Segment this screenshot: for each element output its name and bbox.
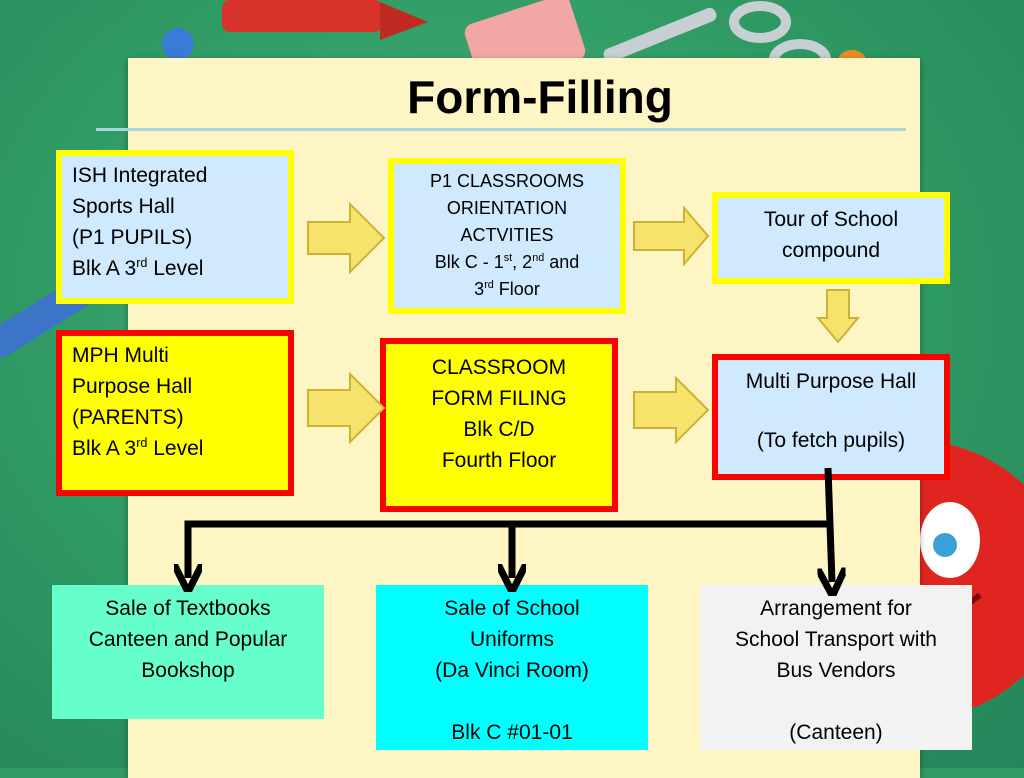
box-sale-of-uniforms: Sale of School Uniforms (Da Vinci Room) … xyxy=(376,585,648,750)
box-line: ORIENTATION xyxy=(446,198,568,218)
box-line: (PARENTS) xyxy=(72,406,184,429)
box-multi-purpose-hall-fetch: Multi Purpose Hall (To fetch pupils) xyxy=(712,354,950,480)
box-line: compound xyxy=(781,239,881,262)
box-line: Multi Purpose Hall xyxy=(745,370,917,393)
box-line: (To fetch pupils) xyxy=(756,429,906,452)
right-block-arrow-icon xyxy=(307,371,386,445)
box-line: (Da Vinci Room) xyxy=(435,659,589,682)
box-line: ISH Integrated xyxy=(72,164,208,187)
box-line: Blk C #01-01 xyxy=(451,721,573,744)
box-line: Bus Vendors xyxy=(776,659,896,682)
box-sale-of-textbooks: Sale of Textbooks Canteen and Popular Bo… xyxy=(52,585,324,719)
connector-line xyxy=(188,520,828,578)
box-line: Sale of School xyxy=(444,597,580,620)
box-line: Blk A 3rd Level xyxy=(72,256,204,280)
box-line: Arrangement for xyxy=(760,597,912,620)
right-block-arrow-icon xyxy=(307,201,386,275)
box-mph-parents: MPH Multi Purpose Hall (PARENTS) Blk A 3… xyxy=(56,330,294,496)
right-block-arrow-icon xyxy=(633,375,710,445)
box-line: Canteen and Popular xyxy=(88,628,288,651)
box-line: (Canteen) xyxy=(789,721,883,744)
box-line: Sports Hall xyxy=(72,195,175,218)
box-line: Bookshop xyxy=(141,659,235,682)
box-tour-of-school: Tour of School compound xyxy=(712,192,950,284)
paper-rule-line xyxy=(96,128,906,131)
box-line: School Transport with xyxy=(735,628,937,651)
box-line: P1 CLASSROOMS xyxy=(429,171,585,191)
box-line: Uniforms xyxy=(469,628,554,651)
red-crayon-icon xyxy=(222,0,428,40)
box-line: Purpose Hall xyxy=(72,375,193,398)
box-line: FORM FILING xyxy=(431,387,567,410)
box-line: MPH Multi xyxy=(72,344,169,367)
box-classroom-form-filing: CLASSROOM FORM FILING Blk C/D Fourth Flo… xyxy=(380,338,618,512)
box-line: Blk A 3rd Level xyxy=(72,436,204,460)
box-line: Blk C - 1st, 2nd and xyxy=(434,252,580,272)
page-title: Form-Filling xyxy=(407,71,673,123)
box-school-transport: Arrangement for School Transport with Bu… xyxy=(700,585,972,750)
box-p1-classrooms: P1 CLASSROOMS ORIENTATION ACTVITIES Blk … xyxy=(388,158,626,314)
box-line: Blk C/D xyxy=(463,418,535,441)
box-line: Sale of Textbooks xyxy=(105,597,271,620)
box-line: 3rd Floor xyxy=(474,279,540,299)
box-line: Fourth Floor xyxy=(441,449,557,472)
box-line: CLASSROOM xyxy=(431,356,567,379)
connector-line xyxy=(828,467,832,582)
box-ish-sports-hall: ISH Integrated Sports Hall (P1 PUPILS) B… xyxy=(56,150,294,304)
box-line: ACTVITIES xyxy=(460,225,554,245)
down-block-arrow-icon xyxy=(815,289,861,344)
right-block-arrow-icon xyxy=(633,205,710,267)
box-line: Tour of School xyxy=(763,208,899,231)
box-line: (P1 PUPILS) xyxy=(72,226,193,249)
